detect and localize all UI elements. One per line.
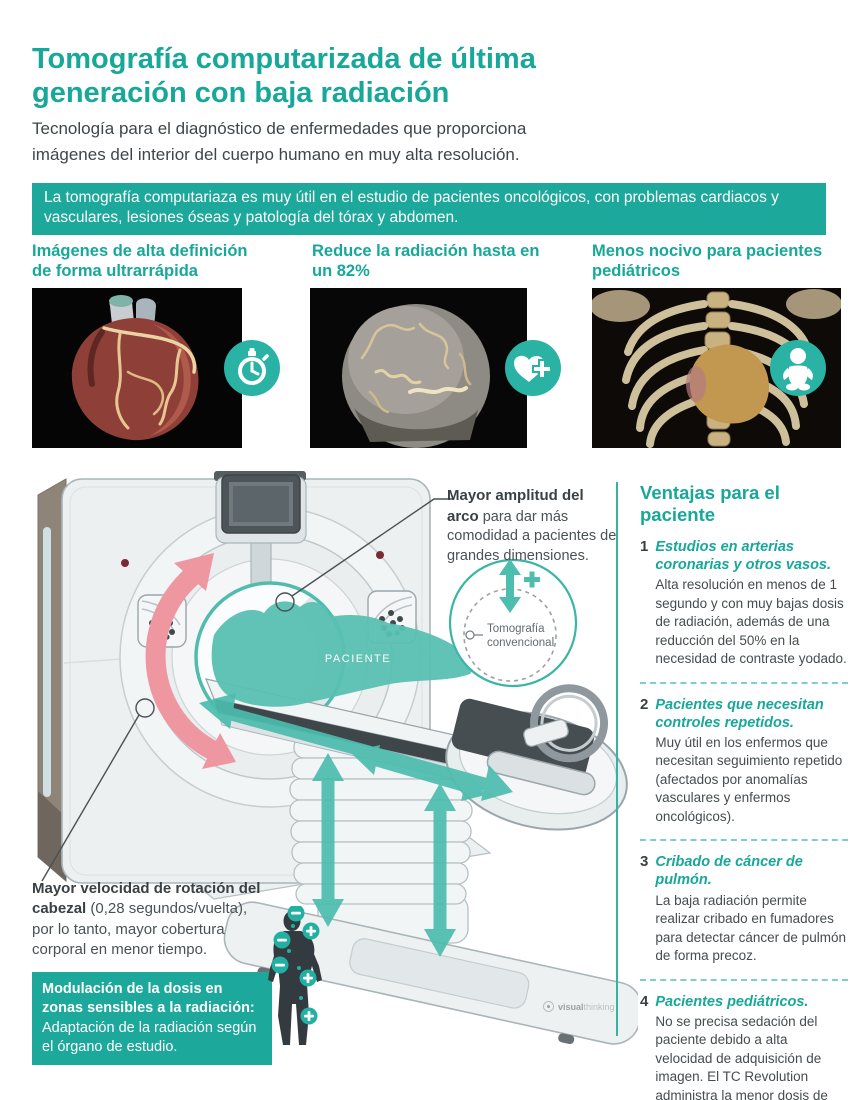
credit: visualthinking [543, 1001, 615, 1012]
benefit-content: Estudios en arterias coronarias y otros … [655, 538, 848, 669]
feature-heading-radiation: Reduce la radiación hasta en un 82% [312, 242, 540, 280]
table-motion-arrows [199, 693, 513, 957]
benefit-title: Pacientes que necesitan controles repeti… [655, 696, 824, 731]
baby-icon [770, 340, 826, 396]
benefit-number: 1 [640, 538, 649, 555]
arc-annotation-bold: Mayor amplitud del arco [447, 487, 584, 525]
status-light-right [376, 551, 384, 559]
plus-icon [524, 571, 540, 588]
dose-modulation-box: Modulación de la dosis en zonas sensible… [32, 972, 272, 1066]
rotation-arrow [145, 553, 236, 769]
credit-text: visualthinking [558, 1001, 615, 1012]
page-subtitle: Tecnología para el diagnóstico de enferm… [32, 119, 527, 164]
dose-modulation-bold: Modulación de la dosis en zonas sensible… [42, 981, 255, 1017]
bore-comparison-diagram: Tomografía convencional [448, 558, 578, 688]
feature-heading-definition: Imágenes de alta definición de forma ult… [32, 242, 248, 280]
credit-logo-icon [543, 1001, 554, 1012]
stopwatch-icon [224, 340, 280, 396]
leader-lines [41, 498, 454, 882]
benefit-content: Pacientes que necesitan controles repeti… [655, 696, 848, 827]
benefit-list: 1 Estudios en arterias coronarias y otro… [640, 538, 848, 1100]
benefit-body: Muy útil en los enfermos que necesitan s… [655, 734, 843, 824]
benefit-item: 2 Pacientes que necesitan controles repe… [640, 696, 848, 842]
benefit-title: Estudios en arterias coronarias y otros … [655, 539, 832, 574]
benefit-content: Pacientes pediátricos. No se precisa sed… [655, 993, 848, 1100]
sidebar-divider [616, 482, 618, 1036]
dose-modulation-text: Adaptación de la radiación según el órga… [42, 1019, 257, 1055]
benefit-item: 3 Cribado de cáncer de pulmón. La baja r… [640, 853, 848, 981]
dose-badges [271, 906, 320, 1025]
benefit-content: Cribado de cáncer de pulmón. La baja rad… [655, 853, 848, 965]
benefit-number: 2 [640, 695, 649, 713]
page-title: Tomografía computarizada de última gener… [32, 43, 536, 110]
rotation-annotation: Mayor velocidad de rotación del cabezal … [32, 879, 272, 961]
benefit-body: La baja radiación permite realizar criba… [655, 892, 846, 964]
dose-zones-figure [268, 906, 322, 1045]
benefit-item: 1 Estudios en arterias coronarias y otro… [640, 538, 848, 684]
benefit-number: 3 [640, 853, 649, 871]
benefit-title: Cribado de cáncer de pulmón. [655, 854, 803, 889]
ct-scanner-diagram: PACIENTE [37, 471, 638, 1045]
benefit-item: 4 Pacientes pediátricos. No se precisa s… [640, 993, 848, 1100]
arc-annotation: Mayor amplitud del arco para dar más com… [447, 486, 619, 567]
conventional-ct-label-line1: Tomografía [487, 623, 545, 635]
benefit-title: Pacientes pediátricos. [655, 993, 809, 1010]
intro-banner: La tomografía computariaza es muy útil e… [32, 183, 826, 236]
rotation-annotation-text: (0,28 segundos/vuelta), por lo tanto, ma… [32, 900, 248, 959]
benefit-body: Alta resolución en menos de 1 segundo y … [655, 577, 847, 667]
feature-heading-pediatric: Menos nocivo para pacientes pediátricos [592, 242, 823, 280]
ct-skull-image [310, 288, 527, 448]
rotation-annotation-bold: Mayor velocidad de rotación del cabezal [32, 880, 261, 918]
benefit-body: No se precisa sedación del paciente debi… [655, 1013, 828, 1100]
patient-label: PACIENTE [325, 653, 391, 665]
patient-silhouette: PACIENTE [211, 601, 474, 707]
ct-heart-image [32, 288, 242, 448]
conventional-ct-label-line2: convencional [487, 637, 554, 649]
benefit-number: 4 [640, 992, 649, 1010]
arc-annotation-text: para dar más comodidad a pacientes de gr… [447, 508, 617, 565]
heart-plus-icon [505, 340, 561, 396]
status-light-left [121, 559, 129, 567]
sidebar-heading: Ventajas para el paciente [640, 482, 780, 525]
bore-expand-arrow [499, 559, 521, 613]
benefits-sidebar: Ventajas para el paciente 1 Estudios en … [640, 482, 848, 1100]
